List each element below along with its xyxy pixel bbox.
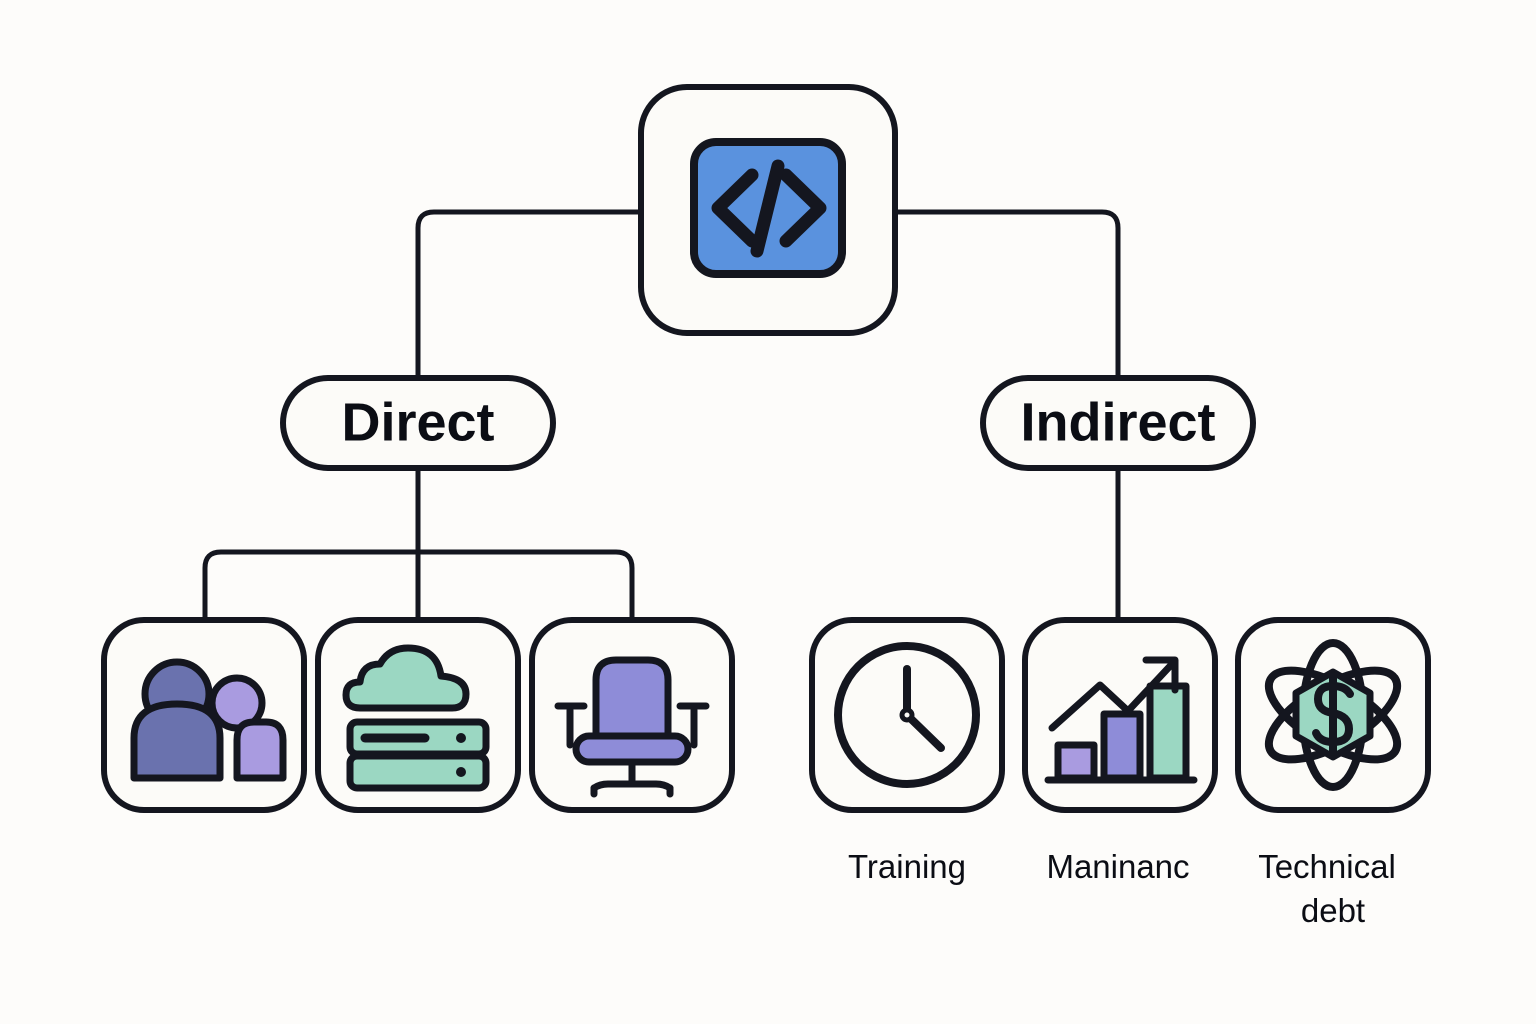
clock-icon-dial [834,642,980,788]
cloud-server-icon-rack-bottom [346,752,490,792]
clock-icon [834,642,980,788]
growth-chart-icon [1044,656,1198,784]
direct-pill[interactable] [280,375,556,471]
connector-group [202,209,1121,623]
direct-label: Direct [341,392,494,452]
growth-chart-icon-arrow-head [1142,656,1179,694]
growth-chart-caption: Maninanc [1046,848,1189,885]
atom-money-caption-line2: debt [1301,892,1365,929]
growth-chart-icon-trend-line [1048,660,1176,732]
connector-root-to-direct [415,209,643,380]
atom-money-caption-line1: Technical [1258,848,1396,885]
clock-caption: Training [848,848,966,885]
office-chair-icon-seat [572,732,692,766]
code-icon-right-angle [779,168,827,248]
atom-dollar-icon [1264,639,1402,791]
indirect-branch-node[interactable]: Indirect [980,375,1256,471]
growth-chart-node[interactable]: Maninanc [1022,617,1218,885]
code-icon-slash [750,159,785,258]
office-chair-icon-back [592,656,672,742]
clock-icon-minute-hand [903,711,945,752]
cloud-server-icon [342,644,490,792]
direct-branch-node[interactable]: Direct [280,375,556,471]
growth-chart-icon-bar-1 [1054,741,1098,782]
indirect-label: Indirect [1020,392,1215,452]
indirect-pill[interactable] [980,375,1256,471]
clock-node[interactable]: Training [809,617,1005,885]
office-chair-node[interactable] [529,617,735,813]
clock-icon-center-pin [899,707,915,723]
atom-money-node[interactable]: Technical debt [1235,617,1431,929]
people-icon-body-right [233,718,287,782]
office-chair-icon [554,656,710,798]
growth-chart-icon-bar-3 [1146,682,1190,782]
people-icon [130,658,287,782]
office-chair-icon-base [590,780,674,792]
people-icon-body-left [130,700,224,782]
people-node[interactable] [101,617,307,813]
cloud-server-icon-led-bottom [456,767,466,777]
code-root-node[interactable] [638,84,898,336]
code-icon-left-angle [711,168,759,248]
connector-root-to-indirect [892,209,1121,380]
code-icon [690,138,846,278]
growth-chart-icon-bar-2 [1100,710,1144,782]
cloud-server-icon-cloud [342,644,470,712]
cloud-server-icon-led-top [456,733,466,743]
cloud-server-node[interactable] [315,617,521,813]
